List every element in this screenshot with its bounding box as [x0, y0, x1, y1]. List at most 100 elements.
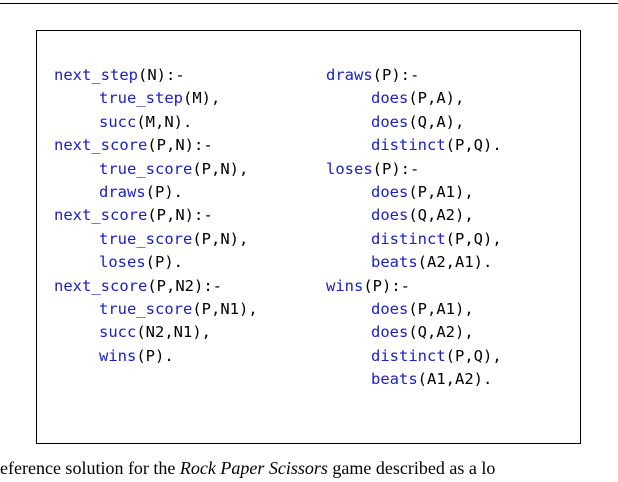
clause-punctuation: :-	[400, 159, 420, 178]
code-line: succ(M,N).	[54, 111, 258, 134]
predicate-name: loses	[326, 159, 373, 178]
clause-punctuation: ,	[201, 323, 211, 342]
clause-punctuation: .	[164, 346, 174, 365]
predicate-args: (P)	[145, 253, 174, 272]
clause-punctuation: :-	[194, 136, 213, 155]
predicate-args: (P,N)	[147, 206, 194, 225]
code-line: distinct(P,Q),	[326, 345, 502, 368]
predicate-name: true_step	[99, 89, 183, 108]
predicate-args: (P,A)	[408, 89, 455, 108]
clause-punctuation: :-	[400, 66, 420, 84]
clause-punctuation: .	[483, 253, 493, 272]
code-line: next_score(P,N):-	[54, 134, 258, 157]
clause-punctuation: :-	[391, 276, 410, 295]
predicate-args: (P,N)	[192, 159, 239, 178]
code-line: next_score(P,N2):-	[54, 275, 258, 298]
predicate-name: does	[371, 323, 409, 342]
top-rule	[0, 3, 618, 4]
predicate-args: (P)	[363, 276, 392, 295]
predicate-args: (P,N)	[192, 229, 239, 248]
clause-punctuation: .	[173, 182, 184, 201]
clause-punctuation: .	[483, 370, 493, 389]
predicate-args: (P)	[136, 346, 165, 365]
predicate-name: distinct	[371, 229, 446, 248]
predicate-name: succ	[99, 323, 137, 342]
clause-punctuation: ,	[239, 229, 249, 248]
code-column-right: draws(P):-does(P,A),does(Q,A),distinct(P…	[326, 64, 502, 391]
predicate-name: does	[371, 206, 409, 225]
predicate-name: loses	[99, 253, 146, 272]
predicate-args: (P,Q)	[445, 346, 493, 365]
predicate-args: (A2,A1)	[417, 253, 483, 272]
clause-punctuation: ,	[464, 299, 474, 318]
predicate-name: wins	[326, 276, 364, 295]
code-line: loses(P).	[54, 251, 258, 274]
code-line: wins(P):-	[326, 275, 502, 298]
predicate-args: (M)	[183, 89, 211, 108]
clause-punctuation: ,	[455, 89, 465, 108]
predicate-name: does	[371, 112, 409, 131]
predicate-name: next_score	[54, 136, 148, 155]
predicate-name: true_score	[99, 299, 193, 318]
clause-punctuation: ,	[239, 159, 249, 178]
predicate-name: does	[371, 89, 409, 108]
clause-punctuation: .	[492, 136, 502, 155]
predicate-args: (M,N)	[136, 112, 183, 131]
predicate-name: draws	[99, 182, 146, 201]
predicate-args: (N)	[138, 66, 166, 84]
clause-punctuation: ,	[455, 112, 465, 131]
predicate-args: (P)	[372, 66, 401, 84]
code-line: loses(P):-	[326, 158, 502, 181]
predicate-name: wins	[99, 346, 137, 365]
predicate-args: (P,Q)	[445, 136, 493, 155]
predicate-name: distinct	[371, 136, 446, 155]
clause-punctuation: ,	[248, 299, 258, 318]
predicate-name: next_score	[54, 276, 148, 295]
predicate-args: (P,N)	[147, 136, 194, 155]
code-line: succ(N2,N1),	[54, 321, 258, 344]
predicate-args: (P,N1)	[192, 299, 249, 318]
predicate-args: (Q,A2)	[408, 206, 465, 225]
predicate-args: (P,A1)	[408, 182, 465, 201]
clause-punctuation: :-	[203, 276, 222, 295]
predicate-name: beats	[371, 253, 418, 272]
clause-punctuation: ,	[464, 182, 474, 201]
predicate-args: (P)	[145, 182, 174, 201]
clause-punctuation: ,	[492, 229, 502, 248]
predicate-name: next_step	[54, 66, 138, 84]
code-line: draws(P):-	[326, 64, 502, 87]
predicate-args: (P,N2)	[147, 276, 204, 295]
code-line: does(Q,A2),	[326, 321, 502, 344]
predicate-args: (P,Q)	[445, 229, 493, 248]
predicate-name: distinct	[371, 346, 446, 365]
code-column-left: next_step(N):-true_step(M),succ(M,N).nex…	[54, 64, 258, 368]
clause-punctuation: ,	[464, 206, 474, 225]
code-line: true_score(P,N1),	[54, 298, 258, 321]
clause-punctuation: ,	[211, 89, 221, 108]
code-line: distinct(P,Q),	[326, 228, 502, 251]
predicate-name: draws	[326, 66, 373, 84]
code-line: true_score(P,N),	[54, 228, 258, 251]
predicate-args: (P)	[372, 159, 401, 178]
predicate-args: (Q,A2)	[408, 323, 465, 342]
caption-game-title: Rock Paper Scissors	[179, 458, 328, 478]
code-line: beats(A1,A2).	[326, 368, 502, 391]
clause-punctuation: ,	[492, 346, 502, 365]
code-line: next_score(P,N):-	[54, 204, 258, 227]
clause-punctuation: ,	[464, 323, 474, 342]
code-line: beats(A2,A1).	[326, 251, 502, 274]
code-line: does(P,A1),	[326, 181, 502, 204]
predicate-name: true_score	[99, 229, 193, 248]
predicate-name: succ	[99, 112, 137, 131]
caption-suffix: game described as a lo	[327, 458, 496, 478]
predicate-args: (A1,A2)	[417, 370, 483, 389]
clause-punctuation: .	[183, 112, 193, 131]
predicate-name: next_score	[54, 206, 148, 225]
caption-prefix: eference solution for the	[0, 458, 180, 478]
predicate-args: (P,A1)	[408, 299, 465, 318]
code-line: next_step(N):-	[54, 64, 258, 87]
code-line: does(Q,A),	[326, 111, 502, 134]
code-listing-box: next_step(N):-true_step(M),succ(M,N).nex…	[36, 30, 581, 444]
code-line: true_score(P,N),	[54, 158, 258, 181]
code-line: does(P,A),	[326, 87, 502, 110]
